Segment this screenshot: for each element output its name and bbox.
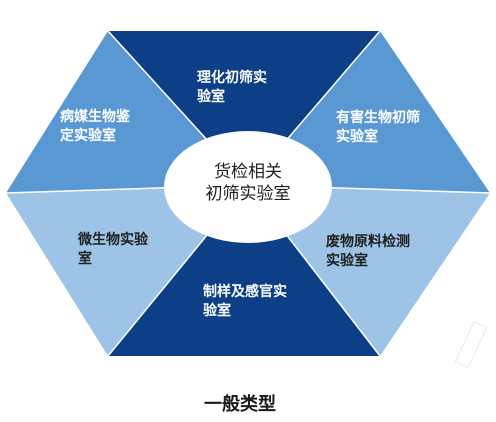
center-ellipse: [164, 131, 332, 243]
segment-upper-right-label-line2: 实验室: [336, 128, 378, 145]
watermark-stamp: [454, 321, 488, 369]
segment-bottom-label-line2: 验室: [203, 302, 231, 319]
segment-bottom-label-line1: 制样及感官实: [203, 283, 287, 300]
segment-bottom: [108, 185, 380, 356]
segment-lower-left: [6, 185, 248, 356]
diagram-caption: 一般类型: [204, 393, 276, 415]
segment-lower-left-label-line1: 微生物实验: [77, 231, 149, 248]
segment-lower-right: [248, 185, 490, 356]
center-label-line1: 货检相关: [214, 162, 282, 182]
segment-top-label-line2: 验室: [197, 88, 225, 105]
segment-lower-right-label-line2: 实验室: [326, 252, 368, 269]
segment-top-label-line1: 理化初筛实: [197, 69, 267, 86]
segment-upper-left-label-line2: 定实验室: [60, 127, 116, 144]
segment-lower-left-label-line2: 室: [78, 250, 92, 267]
segment-lower-right-label-line1: 废物原料检测: [326, 233, 410, 250]
segment-top: [108, 31, 380, 185]
segment-upper-left-label-line1: 病媒生物鉴: [60, 108, 131, 125]
center-label-line2: 初筛实验室: [206, 184, 291, 204]
segment-upper-right-label-line1: 有害生物初筛: [336, 109, 420, 126]
